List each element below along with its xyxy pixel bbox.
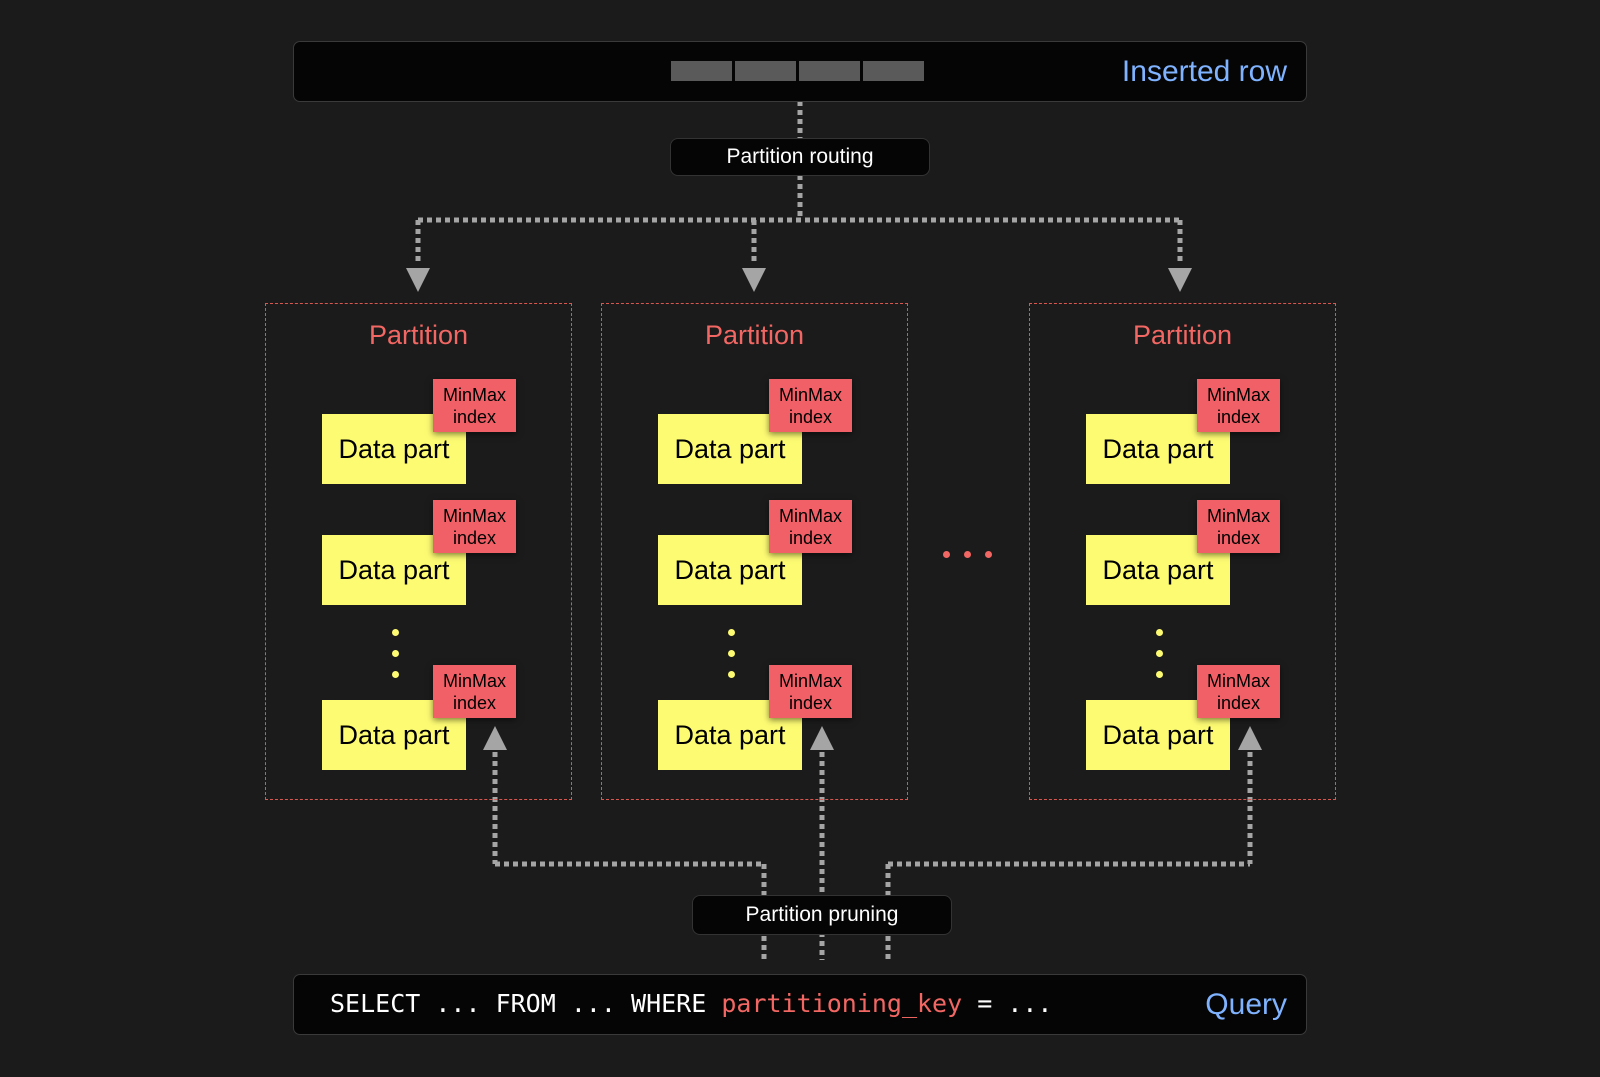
inserted-row-bar: Inserted row: [293, 41, 1307, 102]
query-text: SELECT ... FROM ... WHERE partitioning_k…: [330, 989, 1052, 1018]
ellipsis-dot: [964, 551, 971, 558]
data-part: Data part: [658, 535, 802, 605]
partition-pruning-label: Partition pruning: [692, 895, 952, 935]
partition-title: Partition: [368, 320, 469, 350]
query-partitioning-key: partitioning_key: [721, 989, 963, 1018]
ellipsis-dot: [392, 629, 399, 636]
arrow-down-icon: [1168, 268, 1192, 292]
row-cell: [863, 61, 924, 81]
query-bar: SELECT ... FROM ... WHERE partitioning_k…: [293, 974, 1307, 1035]
ellipsis-dot: [1156, 671, 1163, 678]
ellipsis-dot: [728, 629, 735, 636]
query-prefix: SELECT ... FROM ... WHERE: [330, 989, 722, 1018]
data-part: Data part: [322, 535, 466, 605]
row-cells: [671, 61, 924, 81]
ellipsis-dot: [943, 551, 950, 558]
ellipsis-dot: [1156, 629, 1163, 636]
arrow-down-icon: [406, 268, 430, 292]
ellipsis-dot: [728, 671, 735, 678]
partition-routing-label: Partition routing: [670, 138, 930, 176]
row-cell: [671, 61, 732, 81]
inserted-row-label: Inserted row: [1121, 55, 1287, 88]
partition-title: Partition: [704, 320, 805, 350]
data-part: Data part: [1086, 535, 1230, 605]
ellipsis-dot: [392, 650, 399, 657]
arrow-up-icon: [810, 726, 834, 750]
partition-title: Partition: [1132, 320, 1233, 350]
query-label: Query: [1205, 988, 1287, 1021]
ellipsis-dot: [728, 650, 735, 657]
arrow-down-icon: [742, 268, 766, 292]
ellipsis-dot: [1156, 650, 1163, 657]
row-cell: [735, 61, 796, 81]
row-cell: [799, 61, 860, 81]
arrow-up-icon: [483, 726, 507, 750]
arrow-up-icon: [1238, 726, 1262, 750]
ellipsis-dot: [985, 551, 992, 558]
ellipsis-dot: [392, 671, 399, 678]
query-suffix: = ...: [962, 989, 1053, 1018]
